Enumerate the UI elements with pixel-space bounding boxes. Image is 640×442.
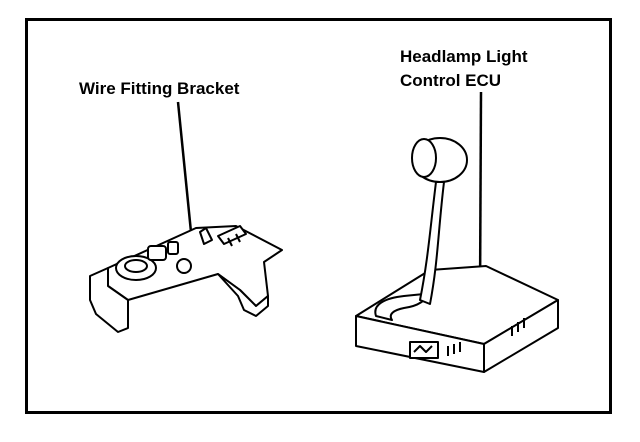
diagram-frame <box>25 18 612 414</box>
headlamp-ecu-drawing <box>355 137 559 373</box>
ecu-leader-line <box>478 91 483 299</box>
wire-fitting-bracket-drawing <box>89 225 283 333</box>
headlamp-ecu-label-line2: Control ECU <box>400 71 502 90</box>
wire-fitting-bracket-label: Wire Fitting Bracket <box>79 79 240 98</box>
bracket-leader-line <box>176 101 193 233</box>
headlamp-ecu-label-line1: Headlamp Light <box>400 47 528 66</box>
